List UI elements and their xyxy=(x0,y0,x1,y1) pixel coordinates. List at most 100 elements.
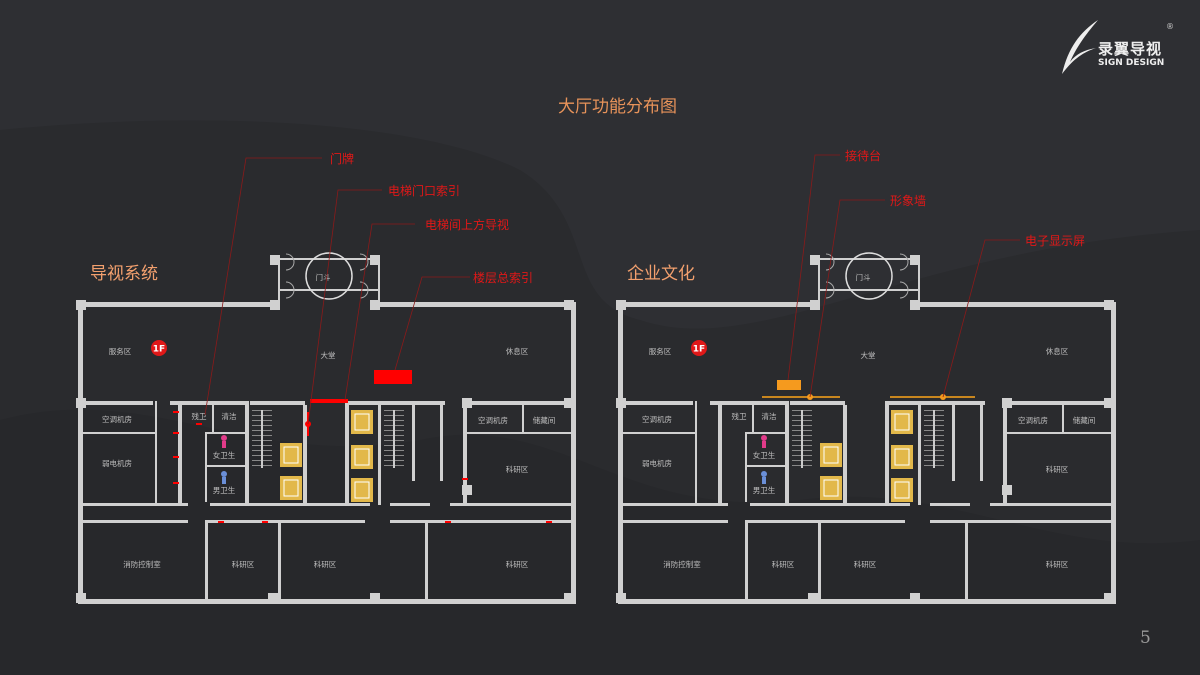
callout-leader-line xyxy=(942,239,1020,398)
wall xyxy=(205,520,365,523)
door-sign-marker xyxy=(173,482,179,484)
vestibule-circle xyxy=(305,252,353,300)
wall xyxy=(390,503,430,506)
column xyxy=(564,300,574,310)
wall xyxy=(745,520,905,523)
wall xyxy=(980,401,983,481)
male-restroom-icon xyxy=(761,471,767,477)
room-label: 科研区 xyxy=(854,559,877,569)
callout-leader-line xyxy=(394,276,470,371)
column xyxy=(76,593,86,603)
wall xyxy=(885,405,889,505)
wall xyxy=(618,503,728,506)
elevator-box xyxy=(891,478,913,502)
column xyxy=(270,255,280,265)
column xyxy=(564,398,574,408)
wall xyxy=(205,520,208,600)
wall xyxy=(745,520,748,600)
door-swing xyxy=(825,253,835,271)
room-label: 清洁 xyxy=(222,411,237,421)
wall xyxy=(745,432,785,434)
elevator-icon xyxy=(891,445,913,469)
column xyxy=(1002,398,1012,408)
logo-text-en: SIGN DESIGN xyxy=(1098,58,1165,68)
elevator-icon xyxy=(351,445,373,469)
stair-rail xyxy=(933,410,935,468)
wall xyxy=(571,302,576,604)
callout-elevator-overhead: 电梯间上方导视 xyxy=(425,218,510,232)
wall xyxy=(425,520,428,600)
column xyxy=(910,300,920,310)
floor-directory-marker xyxy=(374,370,412,384)
wall xyxy=(78,520,188,523)
female-restroom-icon xyxy=(762,441,766,448)
wall xyxy=(618,599,1116,604)
wall xyxy=(930,520,1116,523)
column xyxy=(1104,300,1114,310)
wall xyxy=(522,403,524,433)
female-restroom-icon xyxy=(221,435,227,441)
elevator-icon xyxy=(820,476,842,500)
elevator-box xyxy=(820,443,842,467)
image-wall-marker xyxy=(762,396,840,398)
elevator-box xyxy=(351,410,373,434)
elevator-door xyxy=(823,479,839,497)
male-restroom-icon xyxy=(221,471,227,477)
door-swing xyxy=(825,281,835,299)
wall xyxy=(78,432,155,434)
stair-rail xyxy=(801,410,803,468)
elevator-door xyxy=(354,413,370,431)
elevator-box xyxy=(351,478,373,502)
elevator-box xyxy=(820,476,842,500)
wall xyxy=(1062,403,1064,433)
reception-desk-marker xyxy=(777,380,801,390)
room-label: 科研区 xyxy=(232,559,255,569)
wall xyxy=(843,405,847,505)
door-swing xyxy=(285,281,295,299)
column xyxy=(462,398,472,408)
room-label: 空调机房 xyxy=(102,414,132,424)
wall xyxy=(952,401,955,481)
door-sign-marker xyxy=(173,456,179,458)
wall xyxy=(745,465,785,467)
elevator-box xyxy=(280,476,302,500)
door-sign-marker xyxy=(173,411,179,413)
male-restroom-icon xyxy=(762,477,766,484)
column xyxy=(616,300,626,310)
elevator-icon xyxy=(280,476,302,500)
wall xyxy=(205,465,245,467)
elevator-box xyxy=(351,445,373,469)
column xyxy=(1104,398,1114,408)
wall xyxy=(278,289,380,291)
wall xyxy=(463,401,467,505)
elevator-door xyxy=(894,448,910,466)
floor-badge xyxy=(691,340,707,356)
wall xyxy=(212,405,214,433)
page-number: 5 xyxy=(1140,628,1151,648)
wall xyxy=(930,503,970,506)
door-swing xyxy=(359,281,369,299)
room-label: 残卫 xyxy=(192,411,207,421)
right-floor-plan: 1F门斗服务区大堂休息区空调机房弱电机房残卫清洁女卫生男卫生空调机房储藏间科研区… xyxy=(616,252,1116,604)
door-swing xyxy=(899,253,909,271)
floor-badge-text: 1F xyxy=(153,345,165,355)
elevator-door xyxy=(283,479,299,497)
room-label: 科研区 xyxy=(314,559,337,569)
wall xyxy=(378,401,381,505)
room-label: 空调机房 xyxy=(1018,415,1048,425)
stair-rail xyxy=(393,410,395,468)
wall xyxy=(78,302,83,604)
callout-leader-line xyxy=(787,154,840,381)
wall xyxy=(465,432,576,434)
wall xyxy=(710,401,785,405)
wall xyxy=(303,405,307,505)
wall xyxy=(718,405,722,505)
column xyxy=(76,398,86,408)
wall xyxy=(278,520,281,600)
elevator-box xyxy=(891,445,913,469)
callout-leader-line xyxy=(809,199,885,398)
page-title: 大厅功能分布图 xyxy=(558,97,677,117)
wall xyxy=(78,401,153,405)
door-sign-marker xyxy=(262,521,268,523)
wall xyxy=(818,258,920,260)
